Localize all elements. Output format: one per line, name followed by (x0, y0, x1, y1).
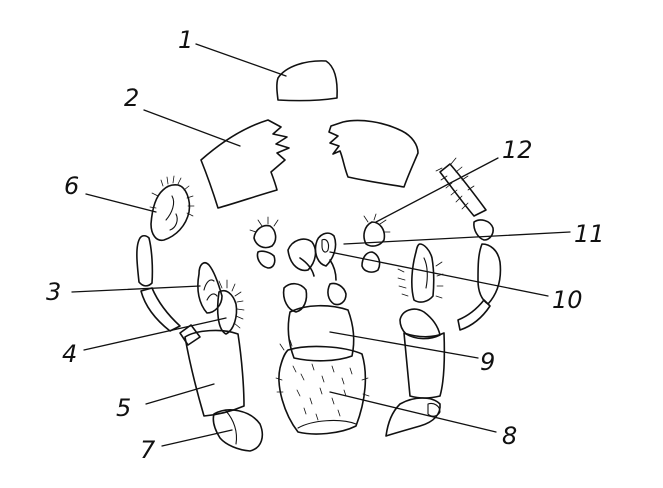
label-3: 3 (46, 278, 61, 306)
leader-9 (329, 331, 479, 359)
prementum-left-piece (282, 282, 308, 313)
label-1: 1 (178, 26, 193, 54)
part-7-left-cardo (212, 409, 264, 452)
right-maxilla-lobes (397, 243, 444, 340)
label-5: 5 (116, 394, 131, 422)
label-4: 4 (62, 340, 77, 368)
label-7: 7 (140, 436, 156, 464)
right-maxilla-cardo (385, 397, 441, 437)
part-5-left-stipes (184, 329, 245, 417)
leader-7 (161, 429, 233, 447)
label-10: 10 (552, 286, 583, 314)
part-12-right-maxillary-palp (435, 157, 502, 331)
label-9: 9 (480, 348, 495, 376)
part-9-mentum (287, 304, 355, 362)
label-8: 8 (502, 422, 517, 450)
leader-2 (143, 109, 241, 147)
leader-6 (85, 193, 157, 213)
leader-3 (71, 285, 201, 293)
prementum-right-piece (327, 282, 347, 306)
leader-4 (83, 317, 227, 351)
part-8-submentum-base (297, 419, 357, 429)
leader-12 (375, 157, 499, 223)
part-10-labial-palps (249, 213, 391, 273)
label-11: 11 (574, 220, 605, 248)
right-maxilla-stipes (403, 332, 446, 399)
part-6-left-maxillary-palp (136, 175, 195, 332)
part-5-left-stipes-joint (179, 324, 201, 346)
leader-5 (145, 383, 215, 405)
part-7-left-cardo-edge (225, 410, 238, 445)
label-6: 6 (64, 172, 79, 200)
part-11-glossae (287, 232, 337, 281)
part-8-submentum (278, 345, 367, 435)
label-12: 12 (502, 136, 533, 164)
part-8-submentum-bristles (275, 339, 370, 421)
part-2-left-mandible (200, 119, 290, 209)
part-3-4-left-maxilla-lobes (197, 262, 245, 335)
label-2: 2 (124, 84, 139, 112)
part-2-right-mandible (328, 119, 419, 188)
leader-11 (343, 231, 571, 245)
right-maxilla-cardo-knob (427, 402, 441, 417)
leader-10 (329, 251, 549, 297)
part-1-labrum (276, 60, 338, 102)
leader-1 (195, 43, 287, 77)
leader-8 (329, 391, 497, 433)
